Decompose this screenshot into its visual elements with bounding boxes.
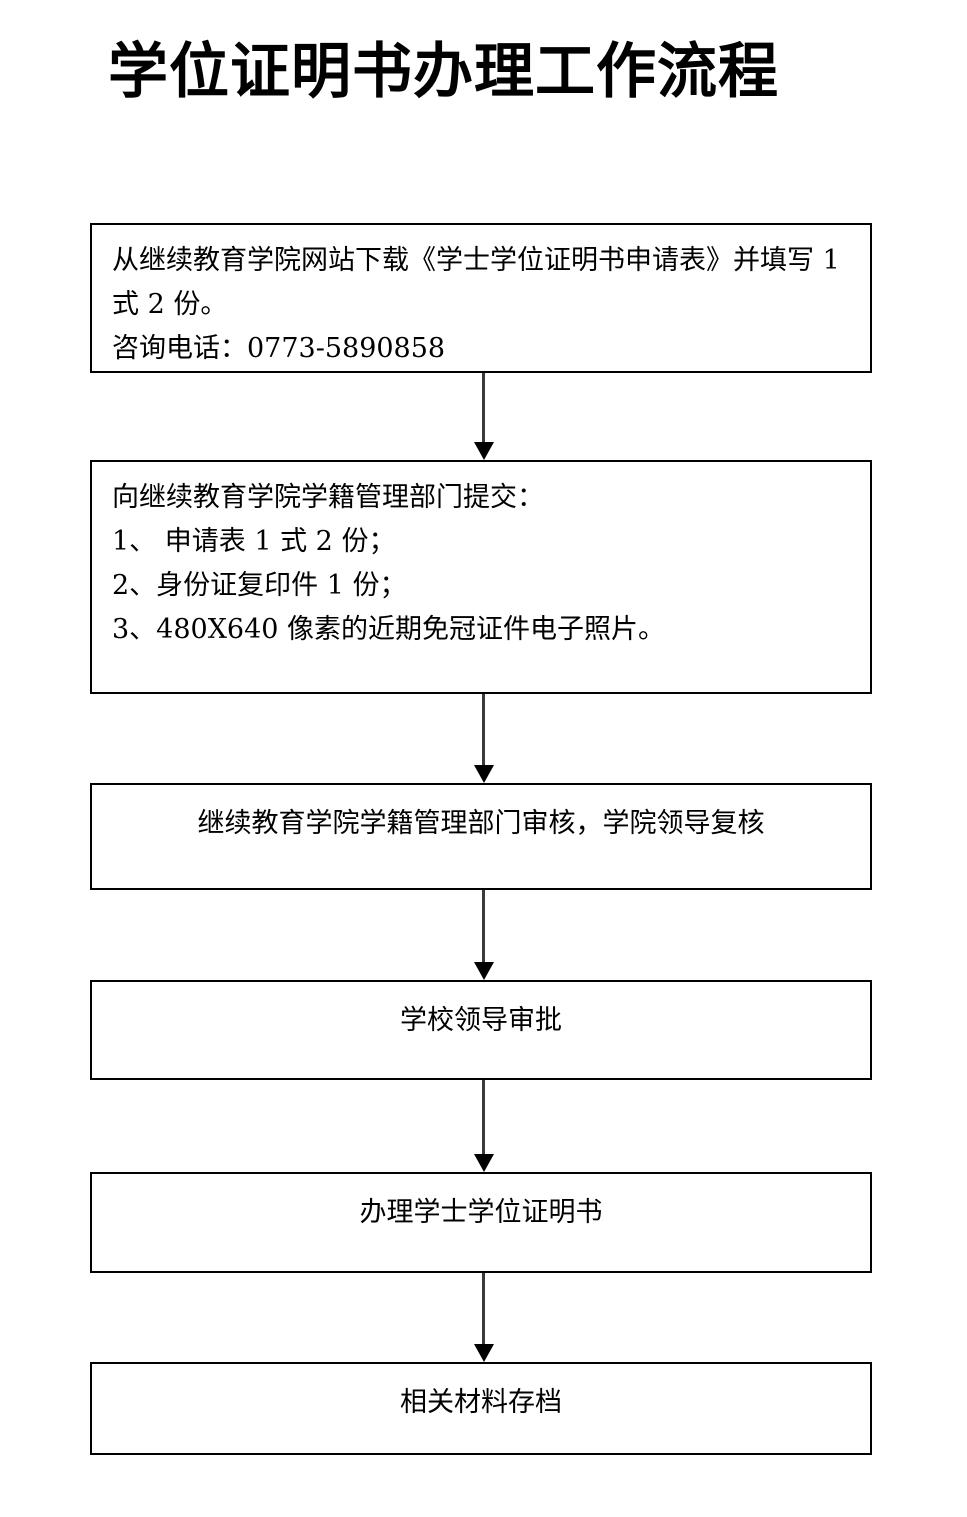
flow-box-college-review: 继续教育学院学籍管理部门审核，学院领导复核: [90, 783, 872, 890]
flow-box-line: 2、身份证复印件 1 份；: [112, 570, 407, 601]
connector-arrow-1: [474, 373, 494, 460]
flow-box-line: 向继续教育学院学籍管理部门提交：: [112, 482, 544, 513]
connector-stem: [482, 1273, 485, 1345]
flow-box-archive-materials: 相关材料存档: [90, 1362, 872, 1455]
connector-arrow-5: [474, 1273, 494, 1362]
flow-box-line: 1、 申请表 1 式 2 份；: [112, 526, 396, 557]
flow-box-issue-certificate: 办理学士学位证明书: [90, 1172, 872, 1273]
down-arrow-icon: [474, 1154, 494, 1172]
connector-arrow-2: [474, 694, 494, 783]
flow-box-line: 从继续教育学院网站下载《学士学位证明书申请表》并填写 1: [112, 245, 840, 276]
connector-stem: [482, 373, 485, 443]
flow-box-line: 咨询电话：0773-5890858: [112, 333, 446, 364]
flow-box-download-application-form: 从继续教育学院网站下载《学士学位证明书申请表》并填写 1 式 2 份。 咨询电话…: [90, 223, 872, 373]
down-arrow-icon: [474, 765, 494, 783]
flow-box-line: 3、480X640 像素的近期免冠证件电子照片。: [112, 614, 666, 645]
flow-box-line: 式 2 份。: [112, 289, 228, 320]
connector-arrow-4: [474, 1080, 494, 1172]
flow-box-line: 相关材料存档: [400, 1387, 562, 1418]
connector-stem: [482, 1080, 485, 1155]
flow-box-text: 相关材料存档: [92, 1364, 870, 1426]
connector-arrow-3: [474, 890, 494, 980]
down-arrow-icon: [474, 442, 494, 460]
page-title: 学位证明书办理工作流程: [108, 37, 779, 107]
flow-box-text: 从继续教育学院网站下载《学士学位证明书申请表》并填写 1 式 2 份。 咨询电话…: [92, 225, 870, 371]
flow-box-text: 继续教育学院学籍管理部门审核，学院领导复核: [92, 785, 870, 847]
down-arrow-icon: [474, 1344, 494, 1362]
flow-box-text: 办理学士学位证明书: [92, 1174, 870, 1236]
connector-stem: [482, 890, 485, 963]
flow-box-text: 向继续教育学院学籍管理部门提交： 1、 申请表 1 式 2 份； 2、身份证复印…: [92, 462, 870, 652]
flow-box-submit-materials: 向继续教育学院学籍管理部门提交： 1、 申请表 1 式 2 份； 2、身份证复印…: [90, 460, 872, 694]
flow-box-line: 办理学士学位证明书: [359, 1197, 603, 1228]
flow-box-school-leader-approval: 学校领导审批: [90, 980, 872, 1080]
connector-stem: [482, 694, 485, 766]
flow-box-line: 继续教育学院学籍管理部门审核，学院领导复核: [197, 808, 765, 839]
flow-box-line: 学校领导审批: [400, 1005, 562, 1036]
flow-box-text: 学校领导审批: [92, 982, 870, 1044]
down-arrow-icon: [474, 962, 494, 980]
